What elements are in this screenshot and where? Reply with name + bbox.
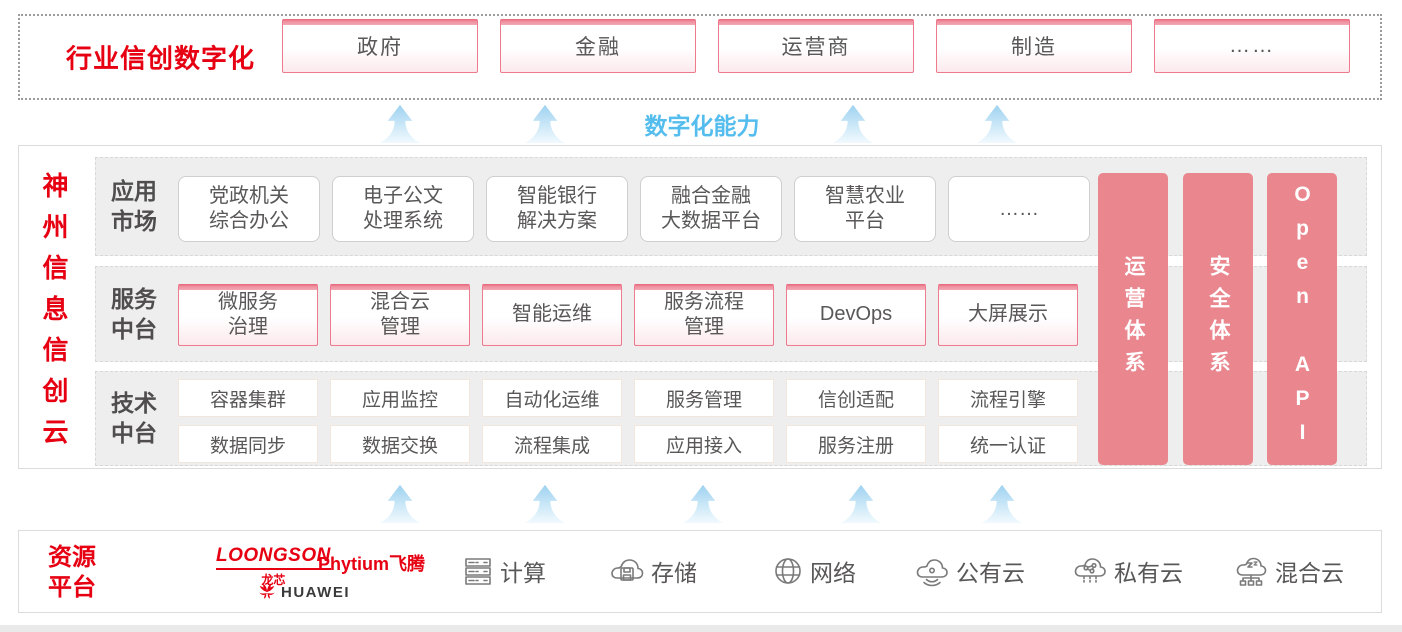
resource-platform-panel xyxy=(18,530,1382,613)
resource-item-label: 存储 xyxy=(651,560,697,586)
app-box: 电子公文 处理系统 xyxy=(332,176,474,242)
resource-item-label: 计算 xyxy=(500,560,546,586)
service-box: 微服务 治理 xyxy=(178,284,318,346)
industry-box: 政府 xyxy=(282,19,478,73)
service-box: 智能运维 xyxy=(482,284,622,346)
operations-system-bar: 运营体系 xyxy=(1098,173,1168,465)
industry-box: 运营商 xyxy=(718,19,914,73)
resource-item-hybrid-cloud: 混合云 xyxy=(1234,554,1344,588)
security-system-label: 安全体系 xyxy=(1207,255,1230,383)
tech-box: 统一认证 xyxy=(938,425,1078,463)
app-market-label: 应用 市场 xyxy=(111,178,157,234)
up-arrow-icon xyxy=(840,484,882,524)
resource-item-private-cloud: 私有云 xyxy=(1073,554,1183,588)
service-box: 大屏展示 xyxy=(938,284,1078,346)
up-arrow-icon xyxy=(379,104,421,144)
tech-box: 数据同步 xyxy=(178,425,318,463)
resource-item-network: 网络 xyxy=(773,554,856,588)
loongson-cn-label: 龙芯 xyxy=(261,573,286,587)
app-box-list: 党政机关 综合办公 电子公文 处理系统 智能银行 解决方案 融合金融 大数据平台… xyxy=(178,176,1090,242)
up-arrow-icon xyxy=(524,104,566,144)
operations-system-label: 运营体系 xyxy=(1122,255,1145,383)
industry-banner: 行业信创数字化 xyxy=(18,14,1382,100)
service-box: 服务流程 管理 xyxy=(634,284,774,346)
up-arrow-icon xyxy=(682,484,724,524)
tech-box: 数据交换 xyxy=(330,425,470,463)
bottom-edge-strip xyxy=(0,625,1402,632)
huawei-logo: HUAWEI xyxy=(258,583,350,601)
industry-box: 制造 xyxy=(936,19,1132,73)
tech-box: 服务注册 xyxy=(786,425,926,463)
loongson-logo: LOONGSON 龙芯 xyxy=(216,545,331,588)
industry-banner-title: 行业信创数字化 xyxy=(66,43,256,74)
resource-item-label: 私有云 xyxy=(1114,560,1183,586)
up-arrow-icon xyxy=(976,104,1018,144)
tech-box: 容器集群 xyxy=(178,379,318,417)
tech-platform-label: 技术 中台 xyxy=(111,390,157,446)
resource-item-public-cloud: 公有云 xyxy=(915,554,1025,588)
tech-box: 信创适配 xyxy=(786,379,926,417)
resource-item-label: 公有云 xyxy=(956,560,1025,586)
tech-box-list-bottom: 数据同步 数据交换 流程集成 应用接入 服务注册 统一认证 xyxy=(178,425,1078,463)
security-system-bar: 安全体系 xyxy=(1183,173,1253,465)
tech-box: 应用接入 xyxy=(634,425,774,463)
app-box: 智慧农业 平台 xyxy=(794,176,936,242)
phytium-logo: Phytium飞腾 xyxy=(318,554,426,574)
tech-box: 流程引擎 xyxy=(938,379,1078,417)
up-arrow-icon xyxy=(832,104,874,144)
network-icon xyxy=(775,558,801,584)
storage-icon xyxy=(611,559,644,581)
resource-item-storage: 存储 xyxy=(610,554,697,588)
tech-box: 服务管理 xyxy=(634,379,774,417)
open-api-label: Open API xyxy=(1291,183,1314,455)
resource-platform-title: 资源 平台 xyxy=(48,544,96,601)
capability-label: 数字化能力 xyxy=(644,113,760,139)
industry-box: 金融 xyxy=(500,19,696,73)
app-box: 融合金融 大数据平台 xyxy=(640,176,782,242)
open-api-bar: Open API xyxy=(1267,173,1337,465)
loongson-wordmark: LOONGSON xyxy=(216,545,331,570)
resource-item-label: 混合云 xyxy=(1275,560,1344,586)
public-cloud-icon xyxy=(916,559,948,587)
app-box: …… xyxy=(948,176,1090,242)
up-arrow-icon xyxy=(379,484,421,524)
resource-item-label: 网络 xyxy=(810,560,856,586)
brand-vertical-title: 神州信息信创云 xyxy=(39,172,69,459)
huawei-wordmark: HUAWEI xyxy=(281,583,350,601)
compute-icon xyxy=(465,558,491,585)
up-arrow-icon xyxy=(981,484,1023,524)
private-cloud-icon xyxy=(1074,558,1106,584)
app-box: 智能银行 解决方案 xyxy=(486,176,628,242)
tech-box: 应用监控 xyxy=(330,379,470,417)
service-box-list: 微服务 治理 混合云 管理 智能运维 服务流程 管理 DevOps 大屏展示 xyxy=(178,284,1078,346)
tech-box-list-top: 容器集群 应用监控 自动化运维 服务管理 信创适配 流程引擎 xyxy=(178,379,1078,417)
industry-box: …… xyxy=(1154,19,1350,73)
huawei-flower-icon xyxy=(259,583,275,599)
resource-item-compute: 计算 xyxy=(463,554,546,588)
app-box: 党政机关 综合办公 xyxy=(178,176,320,242)
service-box: DevOps xyxy=(786,284,926,346)
service-platform-label: 服务 中台 xyxy=(111,286,157,342)
hybrid-cloud-icon xyxy=(1236,557,1267,586)
industry-list: 政府 金融 运营商 制造 …… xyxy=(282,19,1350,73)
service-box: 混合云 管理 xyxy=(330,284,470,346)
tech-box: 流程集成 xyxy=(482,425,622,463)
tech-box: 自动化运维 xyxy=(482,379,622,417)
up-arrow-icon xyxy=(524,484,566,524)
